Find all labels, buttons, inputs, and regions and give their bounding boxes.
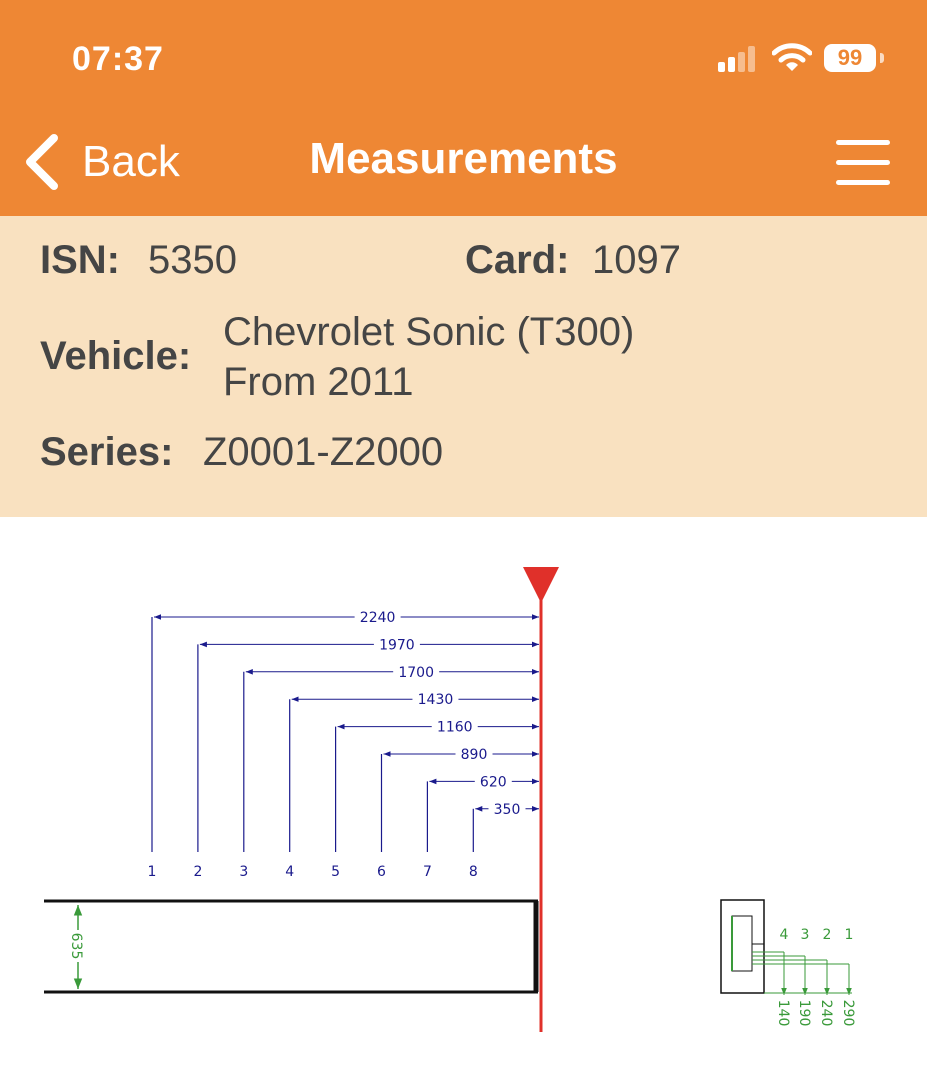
dimension-label: 890 [461,747,488,763]
depth-number: 4 [780,927,789,943]
isn-label: ISN: [40,238,120,282]
dimension-label-bg [354,608,401,626]
depth-number: 3 [801,927,810,943]
dimension-label: 620 [480,774,507,790]
cut-position-number: 2 [193,864,202,880]
card-label: Card: [465,238,570,282]
dimension-label-bg [373,635,420,654]
cut-position-number: 7 [423,864,432,880]
top-bar: 07:37 99 Back Measurements [0,0,927,216]
series-label: Series: [40,430,174,474]
dimension-lines: 2240 1 1970 2 1700 3 1430 4 1160 5 890 6 620 7 350 8 [148,608,539,880]
chevron-left-icon [26,134,58,190]
blade-height-label: 635 [68,933,84,960]
page-title: Measurements [0,134,927,184]
dimension-label: 1430 [418,692,454,708]
vehicle-info-panel: ISN: 5350 Card: 1097 Vehicle: Chevrolet … [0,216,927,517]
section-groove [731,915,753,972]
battery-tip [880,53,884,63]
dimension-label-bg [488,799,526,818]
card-value: 1097 [592,238,681,282]
stop-marker-icon [523,567,559,603]
cross-section: 4 140 3 190 2 240 1 290 [720,899,856,1027]
vehicle-label: Vehicle: [40,334,192,378]
status-time: 07:37 [72,40,164,78]
vehicle-line2: From 2011 [223,360,414,404]
page-title-text: Measurements [309,134,618,183]
blade-height-label-bg [70,930,86,962]
dimension-label-bg [474,772,512,791]
dimension-label-bg [393,662,440,681]
series-value: Z0001-Z2000 [203,430,444,474]
dimension-label: 1970 [379,637,415,653]
cellular-signal-icon [718,46,755,72]
depth-value: 290 [840,1000,856,1027]
cut-position-number: 4 [285,864,294,880]
cut-position-number: 5 [331,864,340,880]
dimension-label-bg [455,745,493,763]
dimension-label: 350 [494,802,521,818]
dimension-label: 1160 [437,720,473,736]
back-button[interactable]: Back [20,130,180,194]
wifi-icon [772,43,812,71]
depth-number: 1 [845,927,854,943]
dimension-label-bg [431,717,478,736]
cut-position-number: 8 [469,864,478,880]
depth-value: 240 [818,1000,834,1027]
hamburger-menu-icon[interactable] [836,138,890,188]
isn-value: 5350 [148,238,237,282]
vehicle-line1: Chevrolet Sonic (T300) [223,310,635,354]
dimension-label: 1700 [398,665,434,681]
dimension-label: 2240 [360,610,396,626]
depth-value: 190 [796,1000,812,1027]
cut-position-number: 6 [377,864,386,880]
depth-value: 140 [775,1000,791,1027]
depth-number: 2 [823,927,832,943]
back-label: Back [82,137,180,186]
cut-position-number: 1 [148,864,157,880]
dimension-label-bg [412,690,459,709]
battery-icon: 99 [824,44,876,72]
section-outline [720,899,765,994]
cut-position-number: 3 [239,864,248,880]
